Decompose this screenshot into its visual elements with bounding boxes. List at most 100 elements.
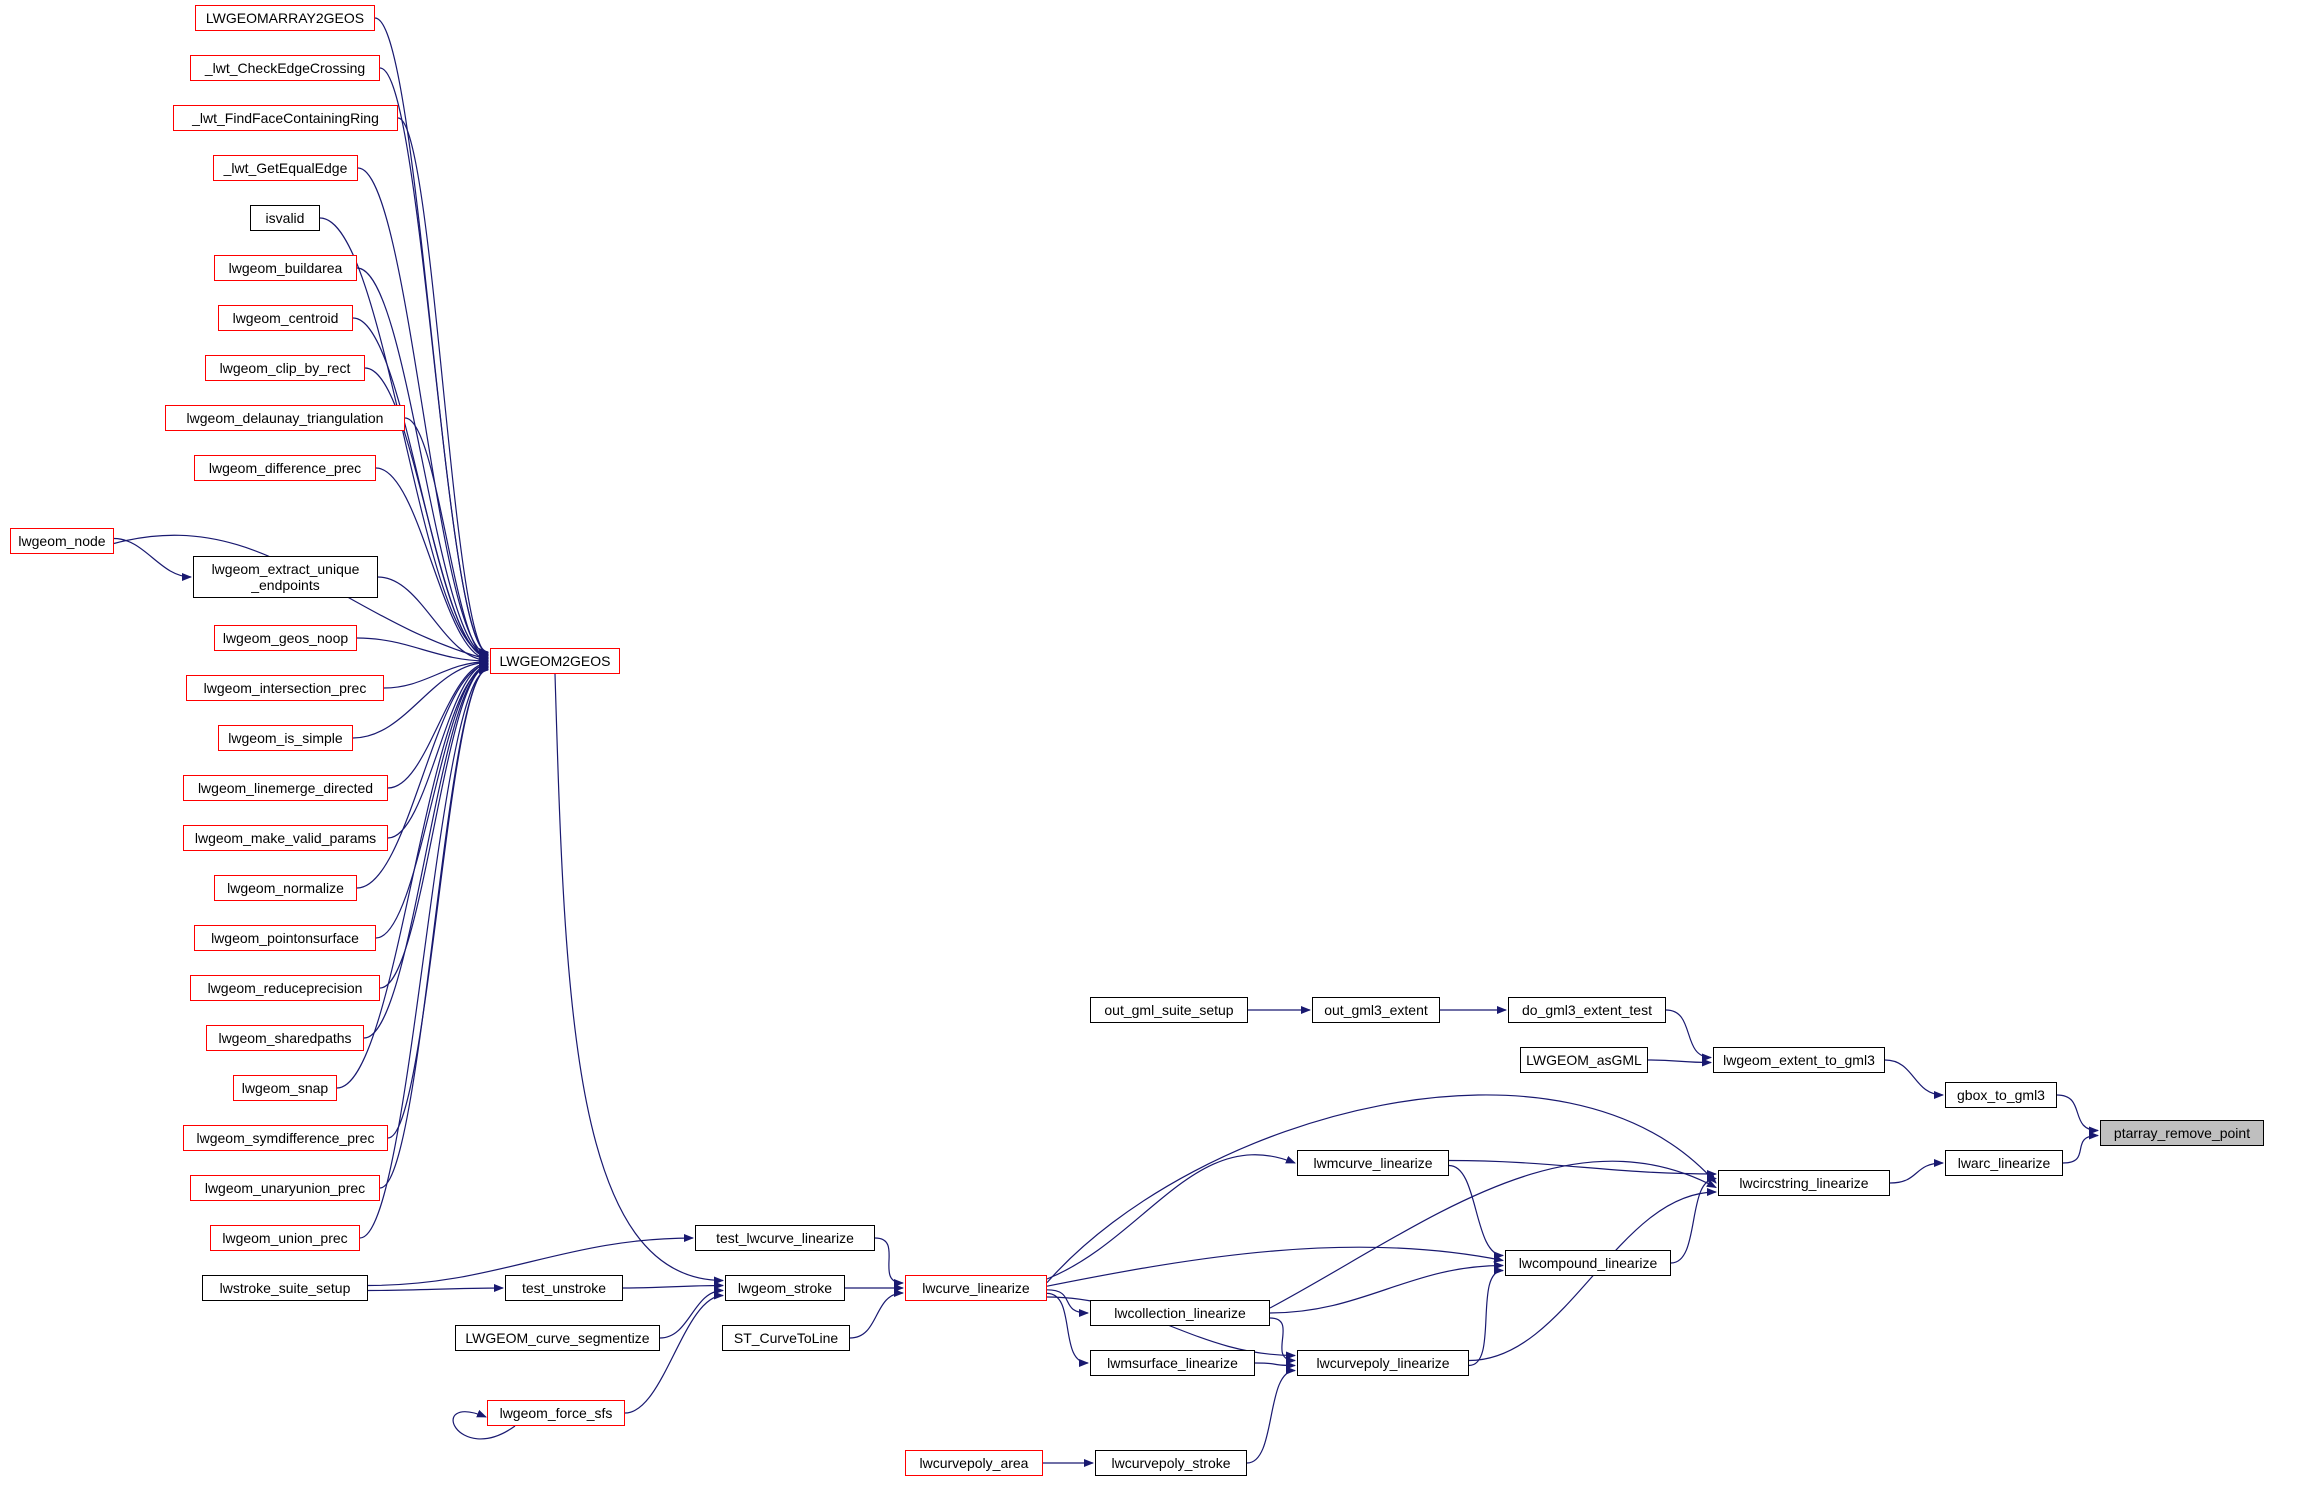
graph-node-_lwt_FindFaceContainingRing[interactable]: _lwt_FindFaceContainingRing xyxy=(173,105,398,131)
graph-node-lwgeom_extract_unique_endpoints[interactable]: lwgeom_extract_unique _endpoints xyxy=(193,556,378,598)
call-edge-lwcurvepoly_linearize-to-lwcircstring_linearize xyxy=(1468,1188,1717,1362)
call-edge-lwcurve_linearize-to-lwcircstring_linearize xyxy=(1046,1094,1717,1283)
graph-node-lwgeom_clip_by_rect[interactable]: lwgeom_clip_by_rect xyxy=(205,355,365,381)
call-edge-lwgeom_linemerge_directed-to-LWGEOM2GEOS xyxy=(387,659,489,789)
call-edge-lwgeom_extract_unique_endpoints-to-LWGEOM2GEOS xyxy=(377,576,489,665)
graph-node-lwarc_linearize[interactable]: lwarc_linearize xyxy=(1945,1150,2063,1176)
graph-node-out_gml_suite_setup[interactable]: out_gml_suite_setup xyxy=(1090,997,1248,1023)
call-edge-lwgeom_clip_by_rect-to-LWGEOM2GEOS xyxy=(364,367,489,662)
call-edge-LWGEOM2GEOS-to-lwgeom_stroke xyxy=(554,673,724,1285)
call-edge-lwcurve_linearize-to-lwmcurve_linearize xyxy=(1046,1154,1296,1280)
call-edge-test_lwcurve_linearize-to-lwcurve_linearize xyxy=(874,1237,904,1287)
graph-node-lwgeom_delaunay_triangulation[interactable]: lwgeom_delaunay_triangulation xyxy=(165,405,405,431)
graph-node-lwcurvepoly_area[interactable]: lwcurvepoly_area xyxy=(905,1450,1043,1476)
graph-node-LWGEOM_curve_segmentize[interactable]: LWGEOM_curve_segmentize xyxy=(455,1325,660,1351)
call-edge-lwstroke_suite_setup-to-test_lwcurve_linearize xyxy=(367,1234,694,1287)
graph-node-lwgeom_stroke[interactable]: lwgeom_stroke xyxy=(725,1275,845,1301)
graph-node-lwgeom_sharedpaths[interactable]: lwgeom_sharedpaths xyxy=(206,1025,364,1051)
graph-node-lwgeom_centroid[interactable]: lwgeom_centroid xyxy=(218,305,353,331)
graph-node-_lwt_GetEqualEdge[interactable]: _lwt_GetEqualEdge xyxy=(213,155,358,181)
call-edge-lwgeom_reduceprecision-to-LWGEOM2GEOS xyxy=(379,662,489,989)
graph-node-lwgeom_force_sfs[interactable]: lwgeom_force_sfs xyxy=(487,1400,625,1426)
call-edge-lwmcurve_linearize-to-lwcompound_linearize xyxy=(1448,1164,1504,1260)
call-edge-lwcurve_linearize-to-lwmsurface_linearize xyxy=(1046,1292,1089,1367)
graph-node-out_gml3_extent[interactable]: out_gml3_extent xyxy=(1312,997,1440,1023)
graph-node-lwgeom_unaryunion_prec[interactable]: lwgeom_unaryunion_prec xyxy=(190,1175,380,1201)
call-edge-lwgeom_unaryunion_prec-to-LWGEOM2GEOS xyxy=(379,665,489,1189)
call-edge-lwarc_linearize-to-ptarray_remove_point xyxy=(2062,1131,2099,1164)
call-edge-_lwt_FindFaceContainingRing-to-LWGEOM2GEOS xyxy=(397,117,489,658)
graph-node-lwgeom_extent_to_gml3[interactable]: lwgeom_extent_to_gml3 xyxy=(1713,1047,1885,1073)
graph-node-lwgeom_snap[interactable]: lwgeom_snap xyxy=(233,1075,337,1101)
graph-node-lwgeom_buildarea[interactable]: lwgeom_buildarea xyxy=(214,255,357,281)
call-edge-lwmsurface_linearize-to-lwcurvepoly_linearize xyxy=(1254,1361,1296,1370)
call-edge-gbox_to_gml3-to-ptarray_remove_point xyxy=(2056,1094,2099,1135)
call-edge-lwgeom_extent_to_gml3-to-gbox_to_gml3 xyxy=(1884,1059,1944,1099)
call-edge-lwgeom_node-to-lwgeom_extract_unique_endpoints xyxy=(113,537,192,581)
call-edge-lwcollection_linearize-to-lwcurvepoly_linearize xyxy=(1269,1317,1296,1365)
graph-node-isvalid[interactable]: isvalid xyxy=(250,205,320,231)
graph-node-lwcompound_linearize[interactable]: lwcompound_linearize xyxy=(1505,1250,1671,1276)
call-edge-isvalid-to-LWGEOM2GEOS xyxy=(319,217,489,659)
graph-node-lwgeom_intersection_prec[interactable]: lwgeom_intersection_prec xyxy=(186,675,384,701)
graph-node-gbox_to_gml3[interactable]: gbox_to_gml3 xyxy=(1945,1082,2057,1108)
graph-node-lwgeom_union_prec[interactable]: lwgeom_union_prec xyxy=(210,1225,360,1251)
graph-node-test_lwcurve_linearize[interactable]: test_lwcurve_linearize xyxy=(695,1225,875,1251)
call-edge-lwmcurve_linearize-to-lwcircstring_linearize xyxy=(1448,1159,1717,1178)
graph-node-lwcurve_linearize[interactable]: lwcurve_linearize xyxy=(905,1275,1047,1301)
call-edge-LWGEOM_asGML-to-lwgeom_extent_to_gml3 xyxy=(1647,1058,1712,1067)
graph-node-lwcollection_linearize[interactable]: lwcollection_linearize xyxy=(1090,1300,1270,1326)
call-edge-lwgeom_sharedpaths-to-LWGEOM2GEOS xyxy=(363,663,489,1039)
call-edge-lwgeom_union_prec-to-LWGEOM2GEOS xyxy=(359,666,489,1239)
graph-node-lwgeom_symdifference_prec[interactable]: lwgeom_symdifference_prec xyxy=(183,1125,388,1151)
graph-node-lwgeom_difference_prec[interactable]: lwgeom_difference_prec xyxy=(194,455,376,481)
call-edge-lwcurvepoly_stroke-to-lwcurvepoly_linearize xyxy=(1246,1366,1296,1464)
graph-node-ST_CurveToLine[interactable]: ST_CurveToLine xyxy=(722,1325,850,1351)
graph-node-ptarray_remove_point: ptarray_remove_point xyxy=(2100,1120,2264,1146)
call-edge-lwcurve_linearize-to-lwcollection_linearize xyxy=(1046,1289,1089,1317)
graph-node-lwcurvepoly_linearize[interactable]: lwcurvepoly_linearize xyxy=(1297,1350,1469,1376)
call-edge-_lwt_CheckEdgeCrossing-to-LWGEOM2GEOS xyxy=(379,67,489,657)
call-edge-lwgeom_intersection_prec-to-LWGEOM2GEOS xyxy=(383,657,489,689)
call-edge-lwgeom_normalize-to-LWGEOM2GEOS xyxy=(356,660,489,889)
graph-node-lwmcurve_linearize[interactable]: lwmcurve_linearize xyxy=(1297,1150,1449,1176)
call-edge-lwcurve_linearize-to-lwcompound_linearize xyxy=(1046,1246,1504,1287)
graph-node-test_unstroke[interactable]: test_unstroke xyxy=(505,1275,623,1301)
call-edge-lwcollection_linearize-to-lwcircstring_linearize xyxy=(1269,1160,1717,1309)
graph-node-do_gml3_extent_test[interactable]: do_gml3_extent_test xyxy=(1508,997,1666,1023)
graph-node-_lwt_CheckEdgeCrossing[interactable]: _lwt_CheckEdgeCrossing xyxy=(190,55,380,81)
graph-node-LWGEOM2GEOS[interactable]: LWGEOM2GEOS xyxy=(490,648,620,674)
graph-node-lwgeom_geos_noop[interactable]: lwgeom_geos_noop xyxy=(214,625,357,651)
call-edge-lwgeom_delaunay_triangulation-to-LWGEOM2GEOS xyxy=(404,417,489,662)
call-edge-lwcurve_linearize-to-lwcurvepoly_linearize xyxy=(1046,1296,1296,1360)
graph-node-lwgeom_is_simple[interactable]: lwgeom_is_simple xyxy=(218,725,353,751)
graph-node-lwgeom_normalize[interactable]: lwgeom_normalize xyxy=(214,875,357,901)
graph-node-lwstroke_suite_setup[interactable]: lwstroke_suite_setup xyxy=(202,1275,368,1301)
call-edge-lwgeom_force_sfs-to-lwgeom_stroke xyxy=(624,1291,724,1414)
call-edge-ST_CurveToLine-to-lwcurve_linearize xyxy=(849,1289,904,1339)
graph-node-lwcurvepoly_stroke[interactable]: lwcurvepoly_stroke xyxy=(1095,1450,1247,1476)
call-edge-do_gml3_extent_test-to-lwgeom_extent_to_gml3 xyxy=(1665,1009,1712,1062)
call-edge-lwgeom_difference_prec-to-LWGEOM2GEOS xyxy=(375,467,489,663)
graph-node-lwgeom_linemerge_directed[interactable]: lwgeom_linemerge_directed xyxy=(183,775,388,801)
call-edge-lwgeom_force_sfs-to-lwgeom_force_sfs xyxy=(452,1409,516,1440)
call-edge-lwgeom_buildarea-to-LWGEOM2GEOS xyxy=(356,267,489,660)
call-edge-lwstroke_suite_setup-to-test_unstroke xyxy=(367,1284,504,1293)
call-edge-lwcollection_linearize-to-lwcompound_linearize xyxy=(1269,1261,1504,1314)
call-edge-lwgeom_is_simple-to-LWGEOM2GEOS xyxy=(352,658,489,739)
call-edge-test_unstroke-to-lwgeom_stroke xyxy=(622,1281,724,1290)
graph-node-lwgeom_make_valid_params[interactable]: lwgeom_make_valid_params xyxy=(183,825,388,851)
call-edge-lwcompound_linearize-to-lwcircstring_linearize xyxy=(1670,1174,1717,1264)
graph-node-lwgeom_node[interactable]: lwgeom_node xyxy=(10,528,114,554)
call-edge-lwcircstring_linearize-to-lwarc_linearize xyxy=(1889,1159,1944,1184)
graph-node-lwcircstring_linearize[interactable]: lwcircstring_linearize xyxy=(1718,1170,1890,1196)
call-edge-lwgeom_geos_noop-to-LWGEOM2GEOS xyxy=(356,637,489,665)
graph-node-LWGEOMARRAY2GEOS[interactable]: LWGEOMARRAY2GEOS xyxy=(195,5,375,31)
graph-node-lwgeom_pointonsurface[interactable]: lwgeom_pointonsurface xyxy=(194,925,376,951)
graph-node-lwmsurface_linearize[interactable]: lwmsurface_linearize xyxy=(1090,1350,1255,1376)
graph-node-LWGEOM_asGML[interactable]: LWGEOM_asGML xyxy=(1520,1047,1648,1073)
graph-node-lwgeom_reduceprecision[interactable]: lwgeom_reduceprecision xyxy=(190,975,380,1001)
call-edge-lwgeom_snap-to-LWGEOM2GEOS xyxy=(336,663,489,1089)
